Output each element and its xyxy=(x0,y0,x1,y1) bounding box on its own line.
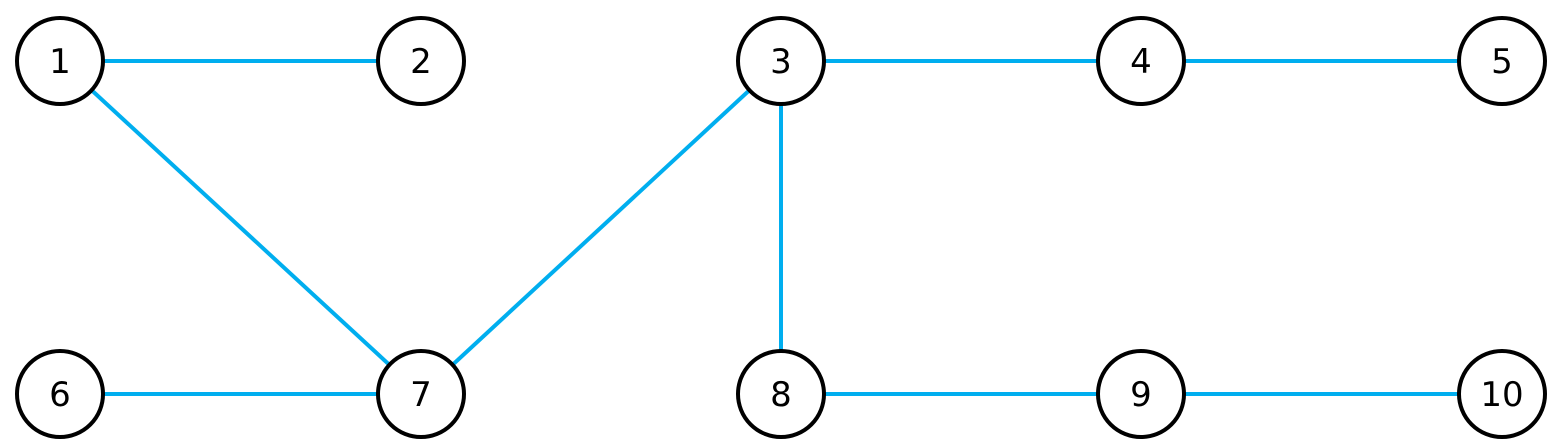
node-label-4: 4 xyxy=(1130,42,1152,82)
node-label-3: 3 xyxy=(770,42,792,82)
nodes-layer: 1 2 3 4 5 6 7 8 9 10 xyxy=(15,16,1547,439)
node-label-1: 1 xyxy=(49,42,71,82)
node-circle-9 xyxy=(1096,349,1186,439)
node-circle-8 xyxy=(736,349,826,439)
node-5: 5 xyxy=(1457,16,1547,106)
node-label-10: 10 xyxy=(1480,375,1523,415)
node-6: 6 xyxy=(15,349,105,439)
node-label-9: 9 xyxy=(1130,375,1152,415)
node-8: 8 xyxy=(736,349,826,439)
node-label-5: 5 xyxy=(1491,42,1513,82)
node-4: 4 xyxy=(1096,16,1186,106)
node-3: 3 xyxy=(736,16,826,106)
edge-3-7 xyxy=(419,59,783,396)
node-circle-6 xyxy=(15,349,105,439)
node-circle-7 xyxy=(376,349,466,439)
node-label-6: 6 xyxy=(49,375,71,415)
node-7: 7 xyxy=(376,349,466,439)
edge-1-7 xyxy=(58,59,423,396)
node-circle-10 xyxy=(1457,349,1547,439)
node-9: 9 xyxy=(1096,349,1186,439)
node-2: 2 xyxy=(376,16,466,106)
node-label-8: 8 xyxy=(770,375,792,415)
node-1: 1 xyxy=(15,16,105,106)
node-circle-3 xyxy=(736,16,826,106)
node-circle-4 xyxy=(1096,16,1186,106)
node-circle-5 xyxy=(1457,16,1547,106)
node-circle-1 xyxy=(15,16,105,106)
node-label-7: 7 xyxy=(410,375,432,415)
node-10: 10 xyxy=(1457,349,1547,439)
node-circle-2 xyxy=(376,16,466,106)
node-label-2: 2 xyxy=(410,42,432,82)
edges-layer xyxy=(58,59,1502,396)
